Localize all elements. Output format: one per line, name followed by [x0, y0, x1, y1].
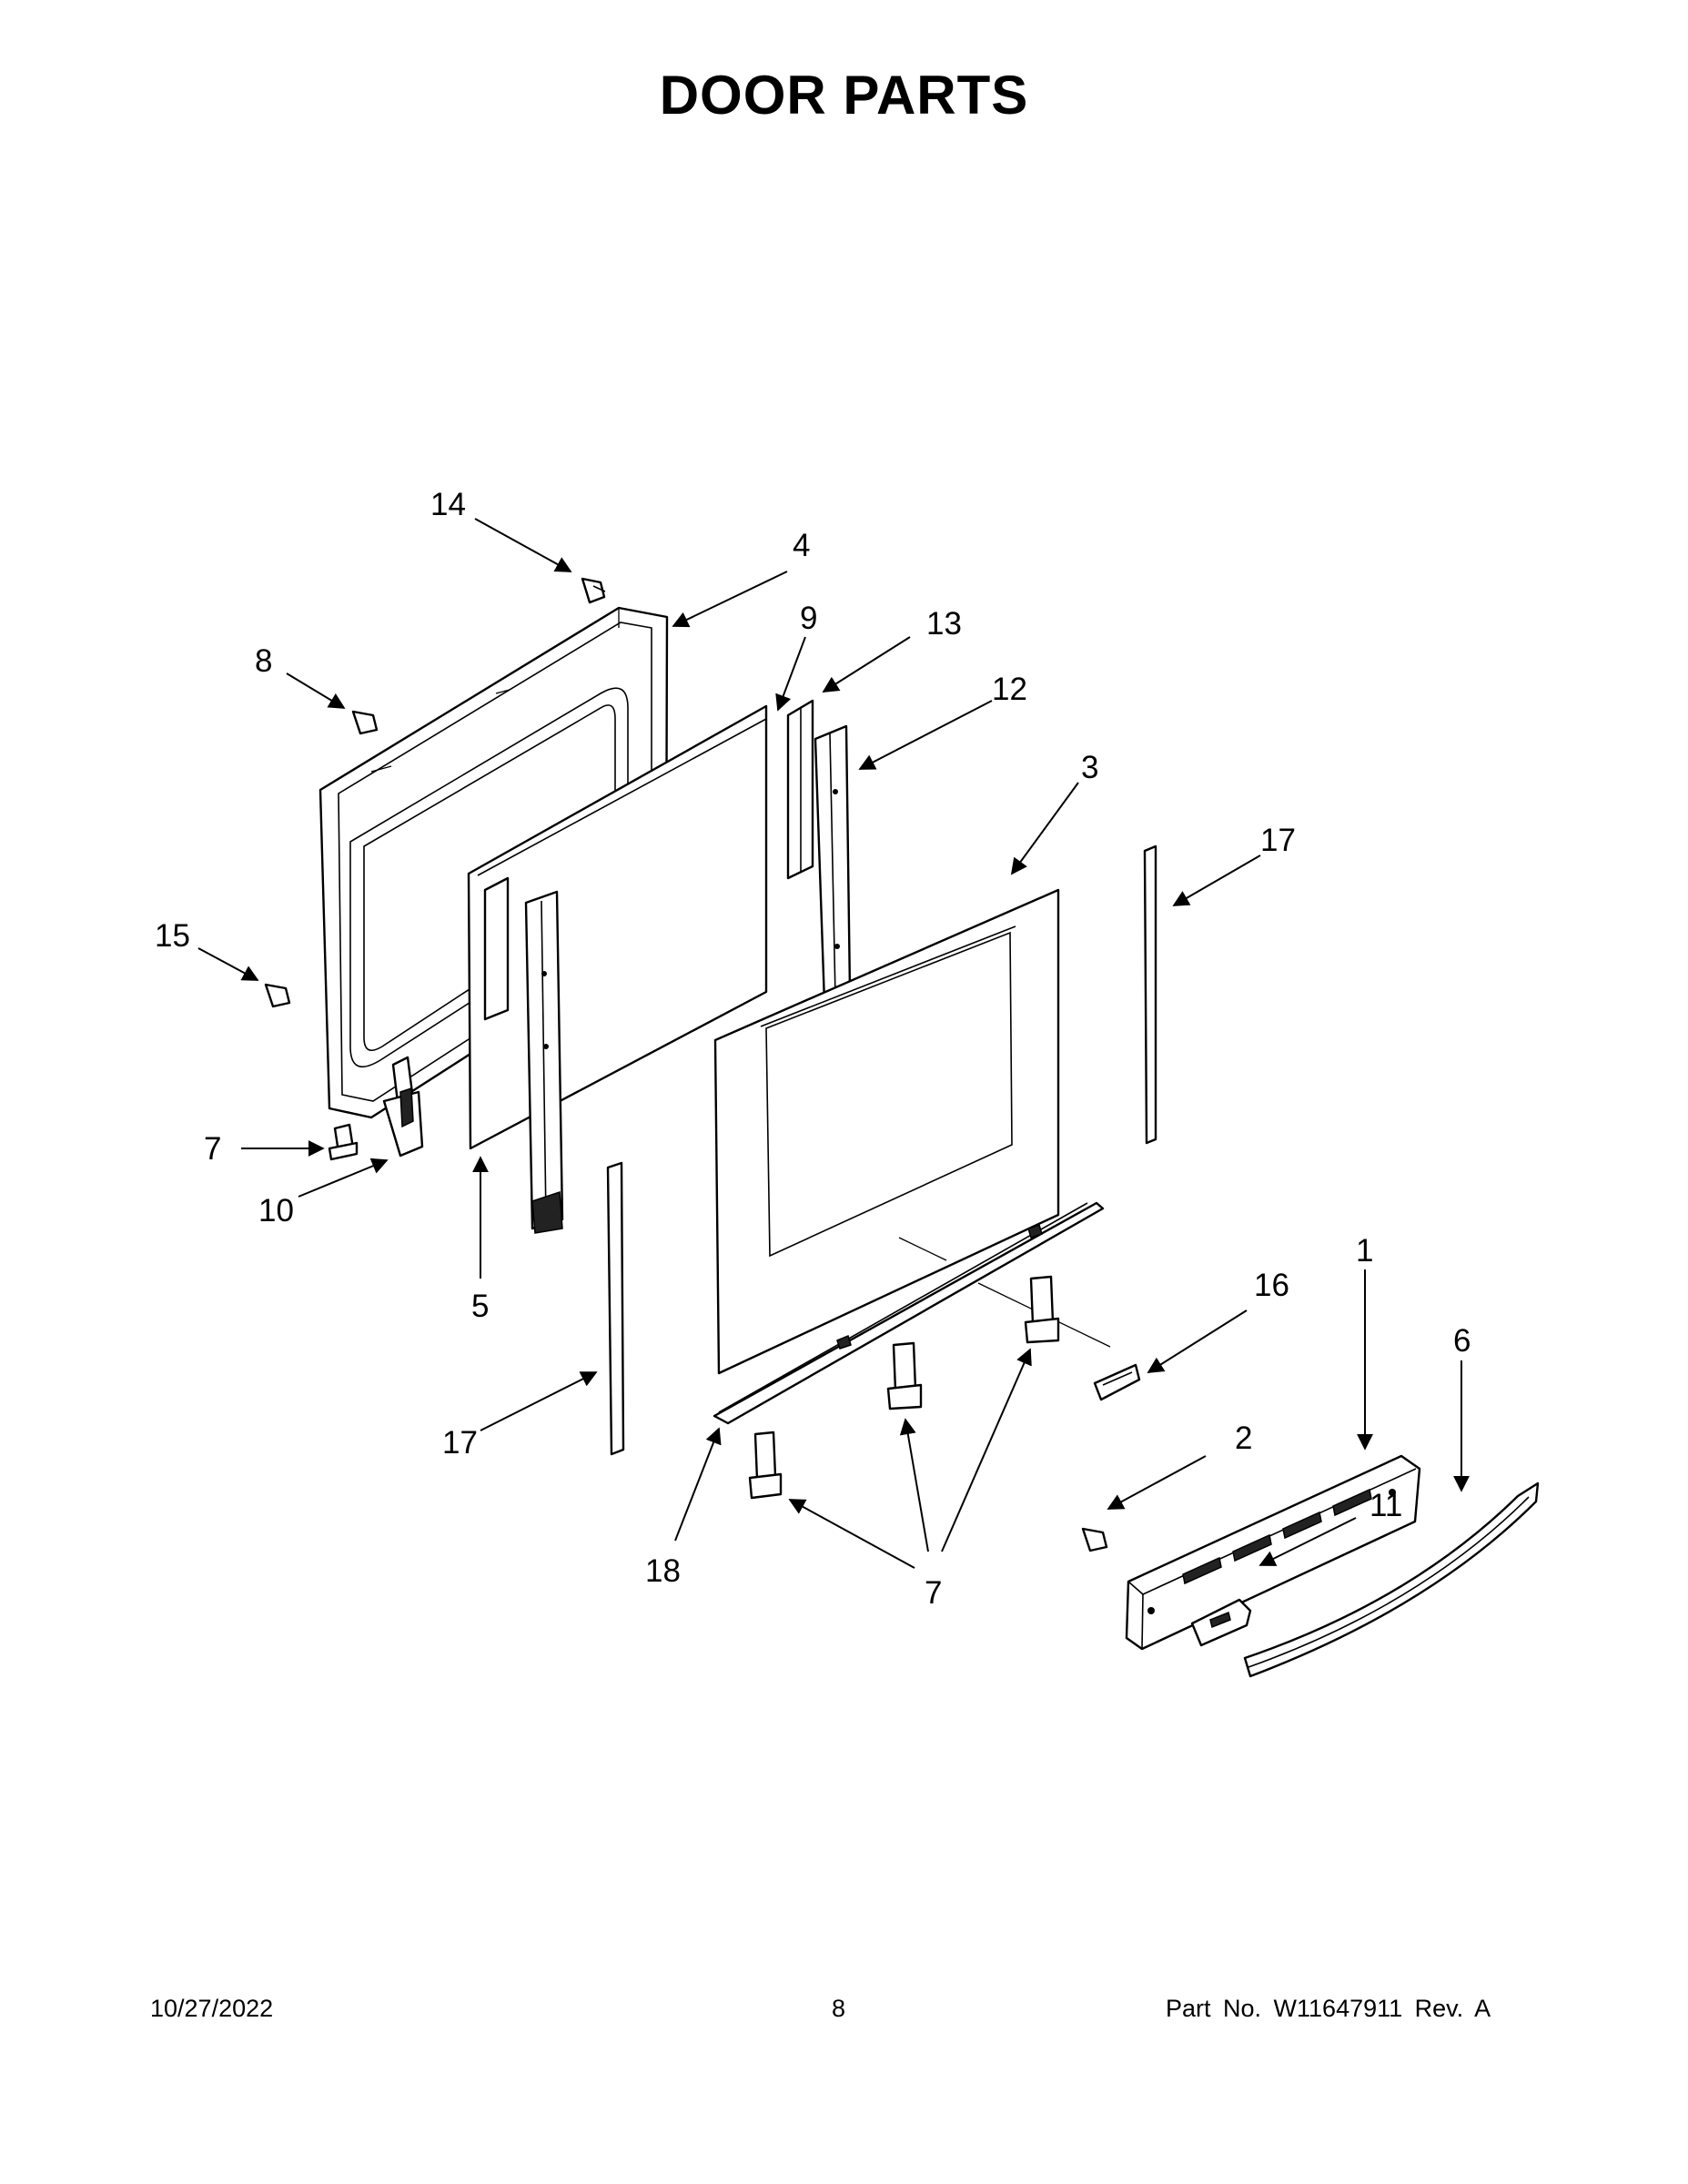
callout-5: 5	[471, 1289, 489, 1324]
side-trim-right	[1143, 844, 1157, 1145]
callout-2: 2	[1235, 1421, 1252, 1456]
side-trim-left	[606, 1161, 625, 1456]
callout-4: 4	[793, 528, 810, 563]
callout-7-hinge: 7	[204, 1131, 221, 1167]
side-bracket-13	[786, 699, 814, 880]
glass-bracket	[483, 876, 564, 1234]
screw-2	[1081, 1527, 1108, 1552]
side-bracket-12	[814, 724, 852, 1005]
page-title: DOOR PARTS	[659, 65, 1029, 126]
callout-7: 7	[925, 1575, 942, 1611]
callout-3: 3	[1081, 750, 1098, 785]
callout-18: 18	[645, 1553, 681, 1589]
footer-page-number: 8	[832, 1995, 846, 2022]
leader-lines	[197, 518, 1470, 1569]
whirlpool-badge	[1093, 1363, 1141, 1401]
screw-7-a	[748, 1431, 783, 1500]
callout-17-left: 17	[442, 1425, 478, 1461]
bottom-door-trim	[713, 1201, 1105, 1425]
footer-part-number: Part No. W11647911 Rev. A	[1166, 1995, 1491, 2022]
callout-12: 12	[992, 672, 1027, 707]
screw-8	[351, 710, 379, 735]
screw-7-b	[886, 1341, 923, 1410]
callout-6: 6	[1453, 1323, 1471, 1359]
callout-10: 10	[258, 1193, 294, 1228]
callout-17-right: 17	[1260, 823, 1296, 858]
screw-14	[581, 577, 606, 604]
callout-11: 11	[1370, 1488, 1402, 1523]
callout-8: 8	[255, 643, 272, 679]
screw-15	[264, 983, 291, 1008]
outer-door-glass	[713, 888, 1111, 1375]
callout-9: 9	[800, 601, 817, 636]
footer-date: 10/27/2022	[150, 1995, 274, 2022]
door-hinge	[382, 1056, 424, 1158]
callout-13: 13	[926, 606, 962, 642]
door-handle	[1243, 1481, 1540, 1678]
callout-14: 14	[430, 487, 466, 522]
screw-7-c	[1024, 1275, 1060, 1344]
screw-7-hinge	[328, 1123, 359, 1161]
callout-16: 16	[1254, 1268, 1289, 1303]
callout-15: 15	[155, 918, 190, 954]
handle-end-cap	[1190, 1598, 1252, 1647]
callout-1: 1	[1356, 1233, 1373, 1269]
